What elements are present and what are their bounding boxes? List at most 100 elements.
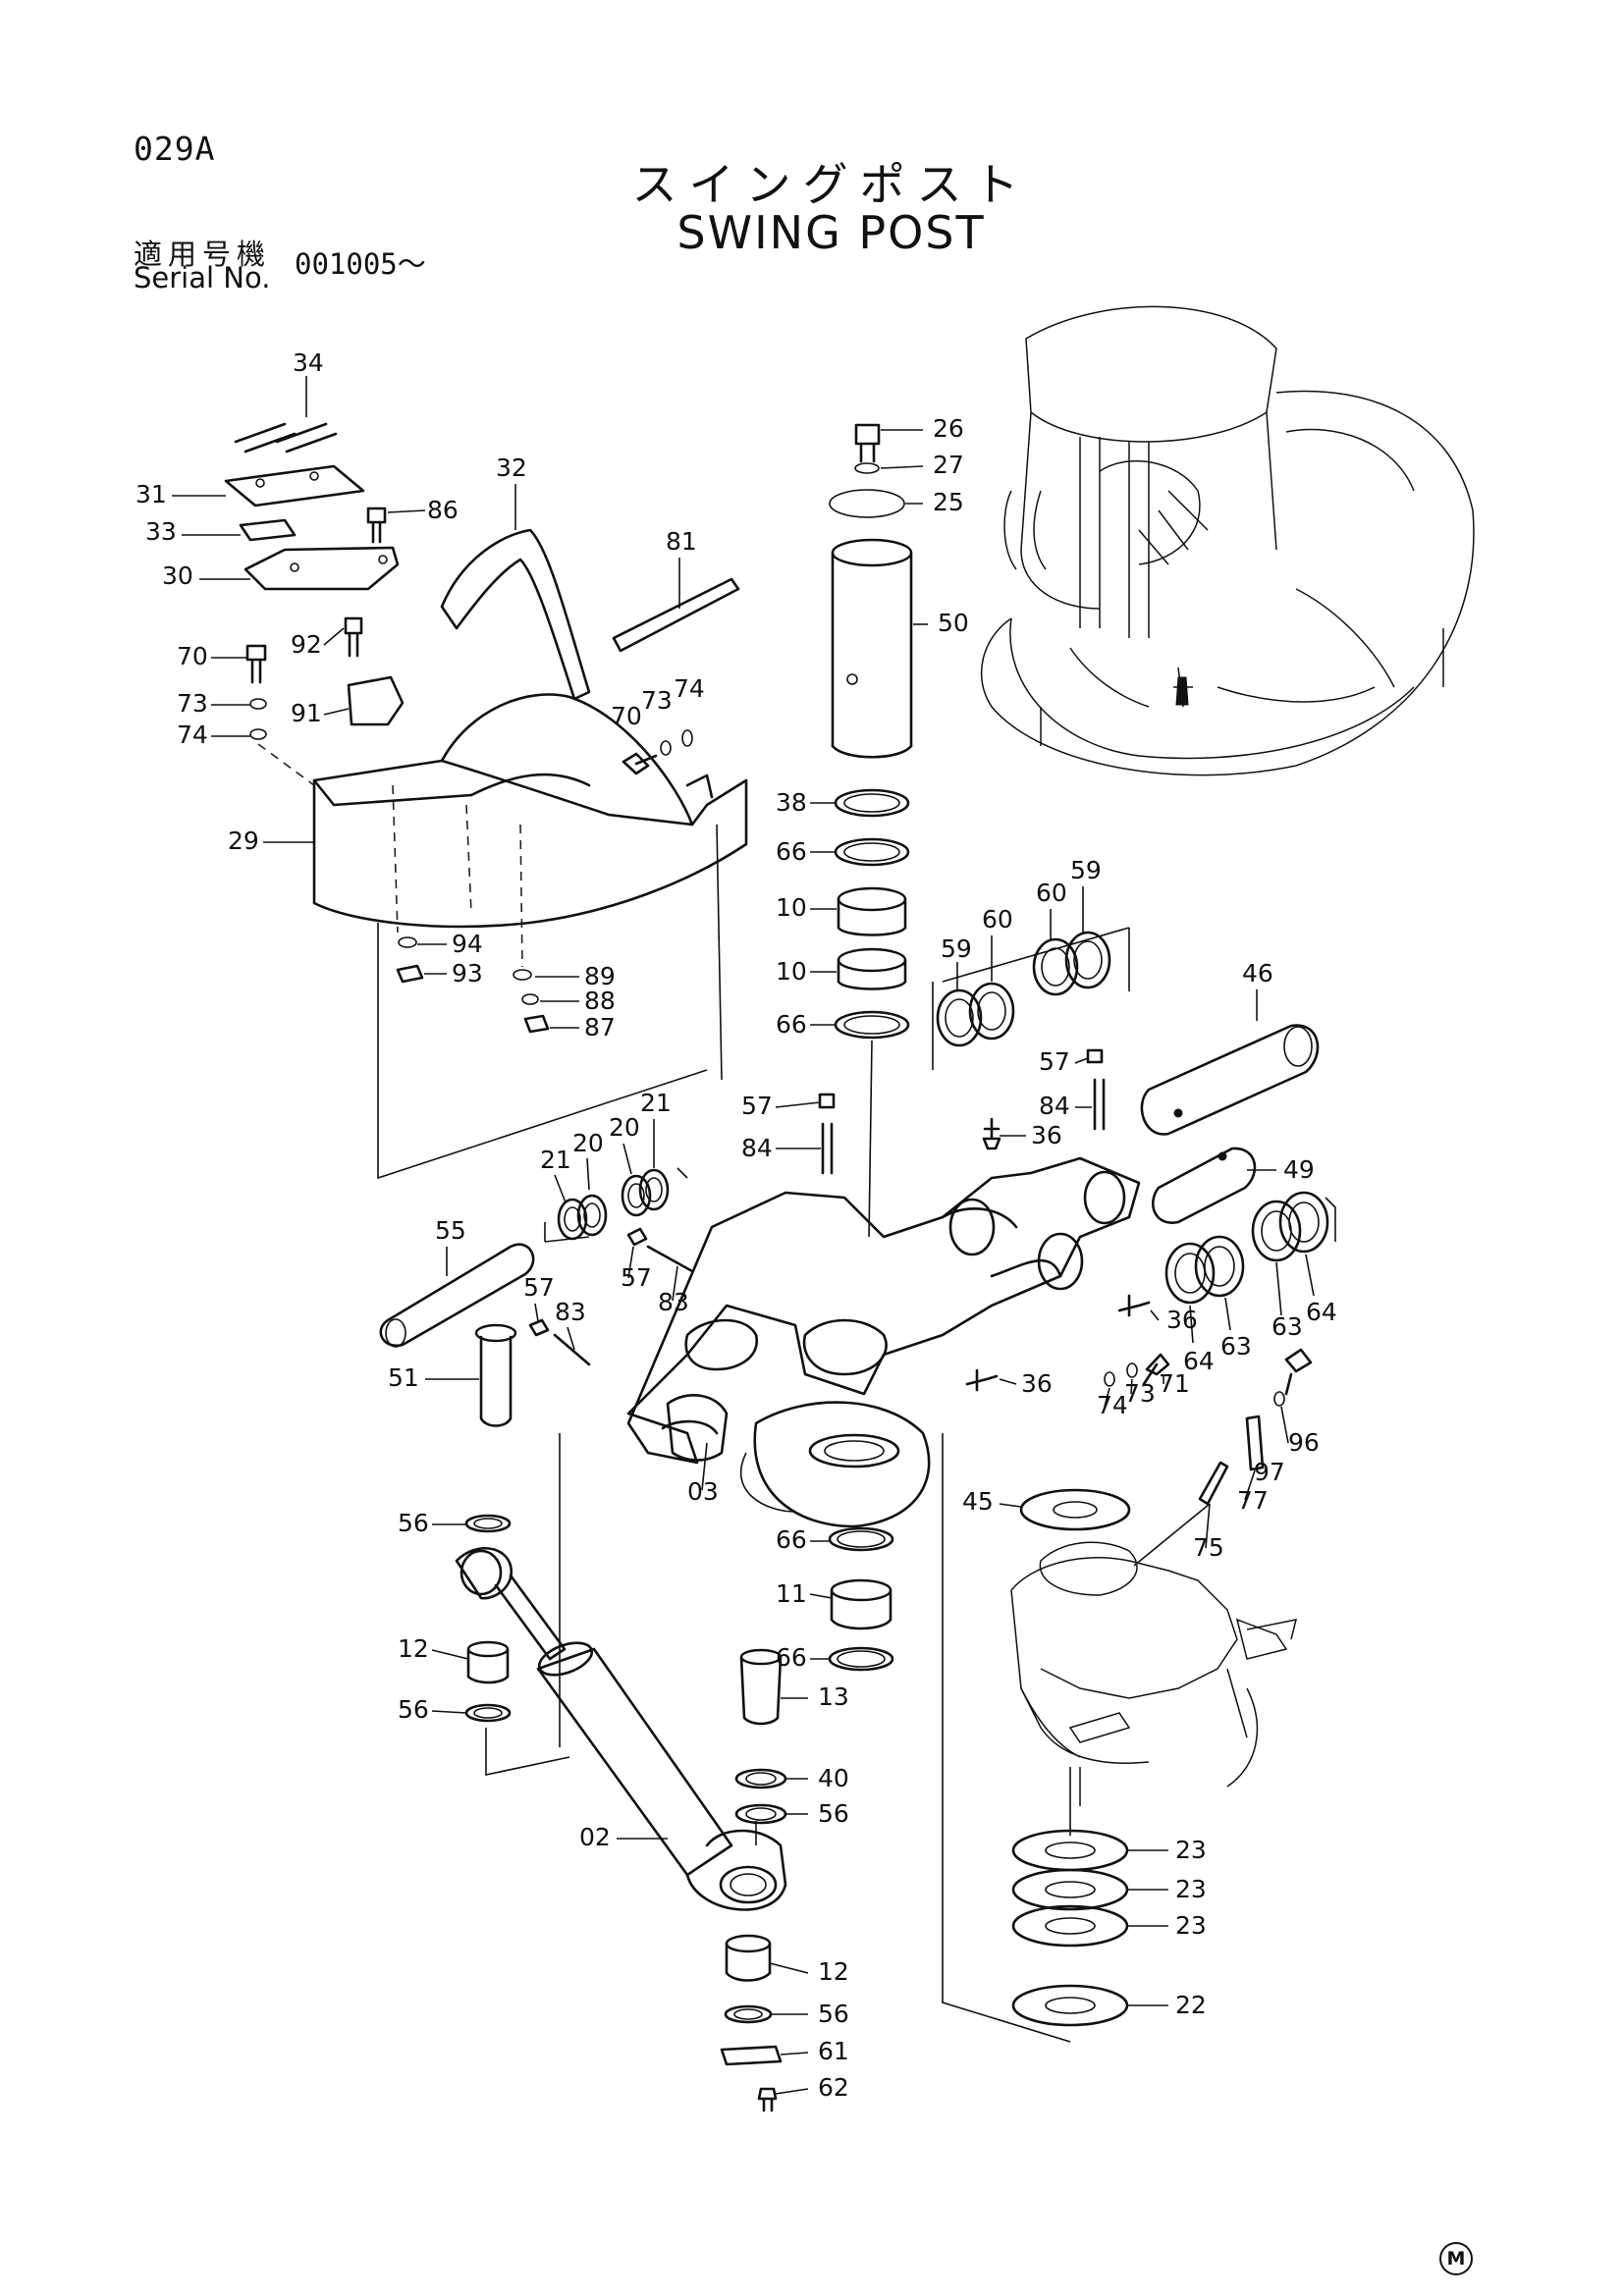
part-callout-51: 51 bbox=[388, 1363, 419, 1392]
part-callout-57: 57 bbox=[523, 1273, 555, 1302]
part-callout-93: 93 bbox=[452, 959, 483, 988]
part-callout-22: 22 bbox=[1175, 1991, 1207, 2019]
callout-leader-line bbox=[323, 708, 350, 716]
part-callout-70: 70 bbox=[611, 702, 642, 730]
part-callout-59: 59 bbox=[1070, 856, 1102, 884]
part-callout-92: 92 bbox=[291, 630, 322, 659]
part-callout-94: 94 bbox=[452, 930, 483, 958]
callout-leader-line bbox=[1305, 1254, 1315, 1297]
part-callout-83: 83 bbox=[658, 1288, 689, 1316]
part-callout-34: 34 bbox=[293, 348, 324, 377]
part-callout-36: 36 bbox=[1021, 1369, 1053, 1398]
part-callout-74: 74 bbox=[177, 721, 208, 749]
callout-leader-line bbox=[1150, 1309, 1160, 1321]
title-japanese: スイングポスト bbox=[631, 158, 1031, 211]
part-callout-62: 62 bbox=[818, 2073, 849, 2102]
part-callout-03: 03 bbox=[687, 1477, 719, 1506]
part-callout-66: 66 bbox=[776, 1525, 807, 1554]
center-pin-stack bbox=[829, 423, 913, 1238]
part-callout-56: 56 bbox=[398, 1509, 429, 1537]
part-callout-61: 61 bbox=[818, 2037, 849, 2065]
part-callout-86: 86 bbox=[427, 496, 459, 524]
part-callout-63: 63 bbox=[1220, 1332, 1252, 1361]
part-callout-31: 31 bbox=[135, 480, 167, 508]
part-callout-66: 66 bbox=[776, 1643, 807, 1672]
part-callout-71: 71 bbox=[1159, 1369, 1190, 1398]
callout-leader-line bbox=[775, 1101, 821, 1108]
part-callout-55: 55 bbox=[435, 1216, 466, 1245]
part-callout-97: 97 bbox=[1254, 1458, 1285, 1486]
lower-pin-stack bbox=[455, 1433, 1131, 2112]
callout-leader-line bbox=[1224, 1297, 1231, 1331]
cover-assembly bbox=[224, 422, 748, 1180]
callout-leader-line bbox=[534, 1303, 539, 1322]
part-callout-91: 91 bbox=[291, 699, 322, 727]
part-callout-57: 57 bbox=[1039, 1047, 1070, 1076]
callout-leader-line bbox=[323, 627, 345, 646]
part-callout-38: 38 bbox=[776, 788, 807, 817]
part-callout-88: 88 bbox=[584, 987, 616, 1015]
callout-leader-line bbox=[431, 1710, 467, 1714]
serial-number-range: 001005～ bbox=[295, 247, 426, 281]
part-callout-60: 60 bbox=[982, 905, 1013, 934]
part-callout-50: 50 bbox=[938, 609, 969, 637]
part-callout-32: 32 bbox=[496, 454, 527, 482]
part-callout-84: 84 bbox=[741, 1134, 773, 1162]
part-callout-56: 56 bbox=[398, 1695, 429, 1724]
part-callout-02: 02 bbox=[579, 1823, 611, 1851]
part-callout-70: 70 bbox=[177, 642, 208, 670]
lower-frame-and-shims bbox=[942, 1433, 1298, 2043]
machine-overview-illustration bbox=[980, 305, 1475, 776]
part-callout-83: 83 bbox=[555, 1298, 586, 1326]
callout-leader-line bbox=[1244, 1469, 1256, 1501]
part-callout-26: 26 bbox=[933, 414, 964, 443]
part-callout-73: 73 bbox=[1124, 1379, 1156, 1408]
part-callout-64: 64 bbox=[1306, 1298, 1337, 1326]
part-callout-29: 29 bbox=[228, 827, 259, 855]
part-callout-57: 57 bbox=[621, 1263, 652, 1292]
part-callout-12: 12 bbox=[818, 1957, 849, 1986]
callout-leader-line bbox=[769, 1962, 809, 1974]
callout-leader-line bbox=[999, 1503, 1022, 1508]
part-callout-59: 59 bbox=[941, 934, 972, 963]
callout-leader-line bbox=[431, 1649, 469, 1660]
part-callout-63: 63 bbox=[1271, 1312, 1303, 1341]
part-callout-25: 25 bbox=[933, 488, 964, 516]
callout-leader-line bbox=[809, 1593, 833, 1599]
part-callout-23: 23 bbox=[1175, 1836, 1207, 1864]
callout-leader-line bbox=[1130, 1378, 1133, 1395]
callout-leader-line bbox=[586, 1157, 590, 1191]
maker-mark: M bbox=[1439, 2242, 1473, 2275]
part-callout-20: 20 bbox=[572, 1129, 604, 1157]
part-callout-27: 27 bbox=[933, 451, 964, 479]
part-callout-45: 45 bbox=[962, 1487, 994, 1516]
part-callout-87: 87 bbox=[584, 1013, 616, 1041]
part-callout-21: 21 bbox=[540, 1146, 571, 1174]
part-callout-49: 49 bbox=[1283, 1155, 1315, 1184]
callout-leader-line bbox=[880, 465, 924, 469]
part-callout-66: 66 bbox=[776, 1010, 807, 1039]
part-callout-56: 56 bbox=[818, 1799, 849, 1828]
callout-leader-line bbox=[387, 509, 426, 513]
part-callout-84: 84 bbox=[1039, 1092, 1070, 1120]
part-callout-77: 77 bbox=[1237, 1486, 1269, 1515]
callout-leader-line bbox=[567, 1326, 575, 1351]
part-callout-13: 13 bbox=[818, 1682, 849, 1711]
part-callout-10: 10 bbox=[776, 957, 807, 986]
right-pins-and-washers bbox=[932, 927, 1336, 1567]
part-callout-74: 74 bbox=[1097, 1391, 1128, 1419]
part-callout-75: 75 bbox=[1193, 1533, 1224, 1562]
callout-leader-line bbox=[1280, 1406, 1289, 1444]
part-callout-36: 36 bbox=[1166, 1306, 1198, 1334]
callout-leader-line bbox=[780, 2052, 809, 2056]
page-code: 029A bbox=[134, 130, 216, 168]
part-callout-57: 57 bbox=[741, 1092, 773, 1120]
callout-leader-line bbox=[622, 1143, 632, 1175]
swing-post-body bbox=[379, 1093, 1141, 1528]
callout-leader-line bbox=[701, 1442, 708, 1491]
callout-leader-line bbox=[672, 1265, 678, 1302]
part-callout-23: 23 bbox=[1175, 1875, 1207, 1903]
callout-leader-line bbox=[1189, 1305, 1194, 1344]
